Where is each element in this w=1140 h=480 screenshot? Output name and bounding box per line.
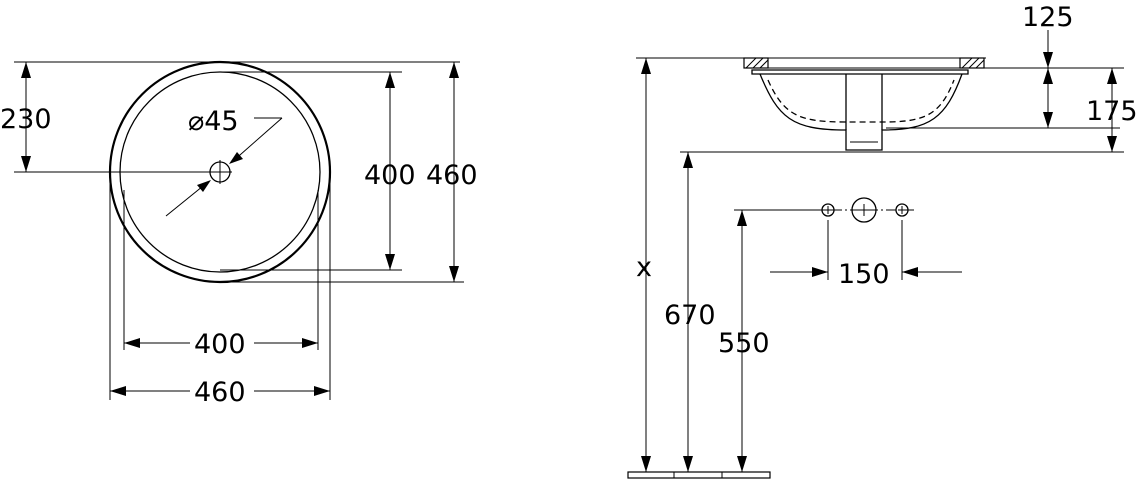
floor-strip [627,471,771,479]
dim-label-150: 150 [838,259,890,290]
section-view: 125 175 x 670 550 150 [627,2,1138,479]
dim-label-x: x [636,252,652,283]
dim-label-460-vertical: 460 [426,160,478,191]
dim-label-drain-diameter: ⌀45 [188,106,239,137]
tap-hole-right [895,203,909,217]
dim-label-460-horizontal: 460 [194,377,246,408]
plan-view: 230 ⌀45 400 460 400 460 [0,60,478,408]
dim-label-670: 670 [664,300,716,331]
dim-label-550: 550 [718,328,770,359]
dim-label-400-horizontal: 400 [194,329,246,360]
dim-label-400-vertical: 400 [364,160,416,191]
dim-label-125: 125 [1022,2,1074,33]
dim-label-175: 175 [1086,96,1138,127]
tap-hole-center [851,197,877,223]
tap-hole-left [821,203,835,217]
basin-body [759,73,963,151]
bowl-inner-hidden [767,79,955,123]
dim-label-230: 230 [0,104,52,135]
